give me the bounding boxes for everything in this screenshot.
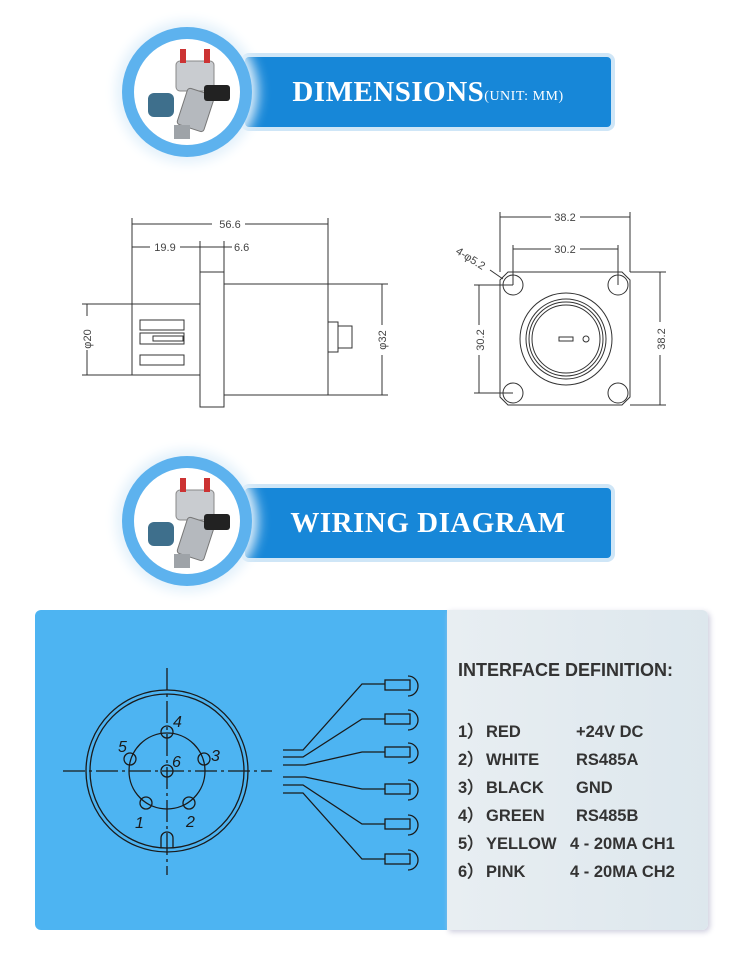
product-badge: [122, 27, 252, 157]
wire-leads: [283, 675, 419, 871]
row-number: 6）: [458, 863, 484, 881]
row-number: 5）: [458, 835, 484, 853]
dimensions-unit: (UNIT: MM): [484, 89, 564, 104]
dim-flange-thickness: 6.6: [234, 242, 249, 254]
dimension-drawings: 56.6 19.9 6.6 φ20 φ32 38.2 30.2 4-φ5.2 3…: [82, 212, 668, 408]
wire-signal: RS485B: [576, 807, 639, 825]
product-badge-2: [122, 456, 252, 586]
wire-color: PINK: [486, 863, 526, 881]
pin-label-3: 3: [211, 748, 220, 765]
dim-outer-height: 38.2: [656, 328, 668, 349]
dimensions-banner: DIMENSIONS(UNIT: MM): [245, 57, 611, 127]
row-number: 4）: [458, 807, 484, 825]
interface-row: 5）YELLOW 4 - 20MA CH1: [458, 830, 675, 854]
wire-signal: GND: [576, 779, 613, 797]
interface-row: 3）BLACK GND: [458, 774, 613, 798]
row-number: 1）: [458, 723, 484, 741]
side-view: 56.6 19.9 6.6 φ20 φ32: [82, 218, 389, 408]
pin-label-6: 6: [172, 754, 181, 771]
dimensions-title: DIMENSIONS(UNIT: MM): [245, 57, 611, 127]
interface-row: 1）RED +24V DC: [458, 718, 643, 742]
pin-label-2: 2: [185, 814, 195, 831]
wire-signal: +24V DC: [576, 723, 644, 741]
wire-color: WHITE: [486, 751, 540, 769]
interface-row: 2）WHITE RS485A: [458, 746, 638, 770]
wire-signal: RS485A: [576, 751, 639, 769]
product-image: [148, 478, 230, 568]
pin-label-5: 5: [118, 739, 127, 756]
wiring-banner: WIRING DIAGRAM: [245, 488, 611, 558]
row-number: 3）: [458, 779, 484, 797]
pin-label-1: 1: [135, 815, 144, 832]
dim-body-diameter: φ32: [377, 330, 389, 349]
product-image: [148, 49, 230, 139]
wiring-diagram-panel: [35, 610, 447, 930]
interface-row: 6）PINK 4 - 20MA CH2: [458, 858, 675, 882]
wiring-title: WIRING DIAGRAM: [290, 506, 566, 539]
dim-outer-width: 38.2: [554, 212, 575, 224]
dim-overall-length: 56.6: [219, 219, 240, 231]
dimensions-title-text: DIMENSIONS: [292, 75, 485, 108]
wire-color: BLACK: [486, 779, 544, 797]
dim-connector-length: 19.9: [154, 242, 175, 254]
wire-color: RED: [486, 723, 521, 741]
pin-label-4: 4: [173, 714, 182, 731]
wire-terminals: [384, 675, 419, 871]
wire-signal: 4 - 20MA CH2: [570, 863, 675, 881]
row-number: 2）: [458, 751, 484, 769]
interface-title: INTERFACE DEFINITION:: [458, 660, 673, 680]
dim-hole-spacing-y: 30.2: [475, 329, 487, 350]
interface-panel: [447, 610, 708, 930]
wire-signal: 4 - 20MA CH1: [570, 835, 675, 853]
wire-color: GREEN: [486, 807, 545, 825]
wire-color: YELLOW: [486, 835, 557, 853]
interface-row: 4）GREEN RS485B: [458, 802, 638, 826]
dim-hole-spacing-x: 30.2: [554, 244, 575, 256]
dim-connector-diameter: φ20: [82, 329, 94, 348]
